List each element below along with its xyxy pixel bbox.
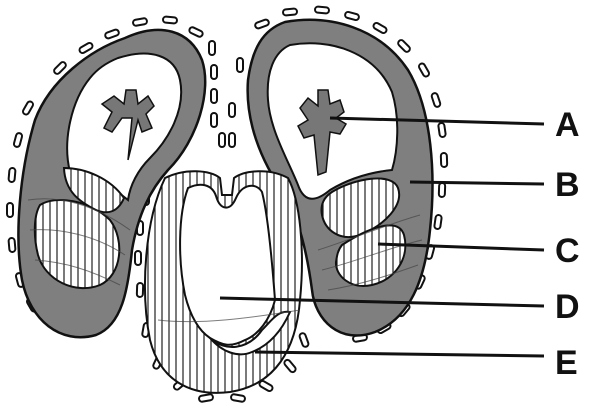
outer-cell-dash [344,10,360,22]
label-d: D [555,288,580,326]
leader-line-e [254,350,545,358]
outer-cell-dash [372,22,388,34]
leader-line-a [329,116,545,126]
outer-cell-dash [53,61,67,75]
outer-cell-dash [7,237,17,253]
outer-cell-dash [437,182,447,198]
outer-cell-dash [132,17,148,27]
label-a: A [555,106,580,144]
outer-cell-dash [437,122,447,138]
outer-cell-dash [218,132,226,148]
outer-cell-dash [7,167,17,183]
outer-cell-dash [198,393,214,403]
leader-line-d [219,296,545,308]
outer-cell-dash [208,40,216,56]
outer-cell-dash [283,358,297,374]
right-vesicle [246,18,434,337]
outer-cell-dash [135,282,145,298]
leader-line-b [409,180,545,186]
outer-cell-dash [430,92,442,108]
outer-cell-dash [418,62,430,78]
outer-cell-dash [298,332,310,348]
outer-cell-dash [12,132,24,148]
outer-cell-dash [104,28,120,40]
outer-cell-dash [236,57,244,73]
outer-cell-dash [6,202,14,218]
leader-line-c [377,242,545,252]
label-b: B [555,166,580,204]
central-structure [144,170,303,394]
outer-cell-dash [230,393,246,403]
outer-cell-dash [282,7,298,17]
outer-cell-dash [210,88,218,104]
outer-cell-dash [22,100,34,116]
outer-cell-dash [162,15,178,25]
outer-cell-dash [188,26,204,38]
outer-cell-dash [433,214,443,230]
outer-cell-dash [254,18,270,30]
labels: A B C D E [555,106,580,382]
outer-cell-dash [210,64,218,80]
outer-cell-dash [314,5,330,15]
outer-cell-dash [228,132,236,148]
outer-cell-dash [228,102,236,118]
leader-lines [219,116,545,358]
outer-cell-dash [78,42,94,54]
outer-cell-dash [439,152,449,168]
label-c: C [555,232,580,270]
label-e: E [555,344,578,382]
outer-cell-dash [134,250,142,266]
outer-cell-dash [210,112,218,128]
left-vesicle [17,28,207,339]
outer-cell-dash [397,39,411,53]
region-d [179,183,277,346]
